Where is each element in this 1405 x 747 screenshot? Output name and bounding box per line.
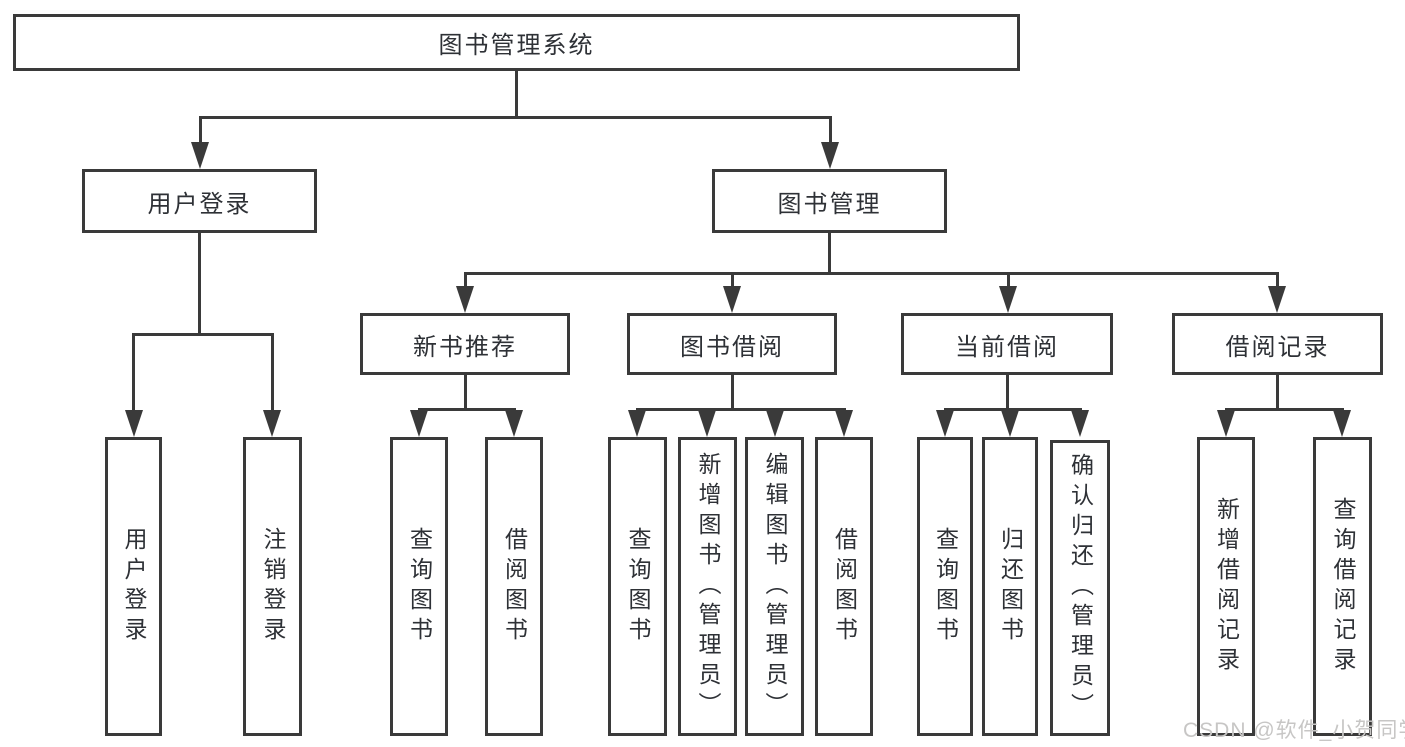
node-book-management: 图书管理 — [712, 169, 947, 233]
leaf-label: 用户登录 — [121, 526, 147, 647]
connector-line — [1007, 272, 1010, 292]
leaf-add-borrow-record: 新增借阅记录 — [1197, 437, 1255, 736]
connector-line — [944, 408, 1082, 411]
leaf-label: 新增借阅记录 — [1213, 496, 1240, 677]
connector-line — [1276, 272, 1279, 292]
connector-line — [515, 70, 518, 118]
node-user-login: 用户登录 — [82, 169, 317, 233]
leaf-user-login: 用户登录 — [105, 437, 162, 736]
leaf-query-borrow-record: 查询借阅记录 — [1313, 437, 1372, 736]
connector-line — [464, 375, 467, 411]
connector-line — [731, 375, 734, 411]
connector-line — [1225, 408, 1344, 411]
arrow-down-icon — [263, 410, 281, 437]
connector-line — [828, 233, 831, 275]
connector-line — [199, 116, 832, 119]
leaf-label: 编辑图书（管理员） — [762, 451, 788, 722]
node-current-borrowing: 当前借阅 — [901, 313, 1113, 375]
arrow-down-icon — [698, 410, 716, 437]
leaf-label: 借阅图书 — [831, 526, 858, 647]
arrow-down-icon — [1071, 410, 1089, 437]
leaf-add-book-admin: 新增图书（管理员） — [678, 437, 737, 736]
arrow-down-icon — [125, 410, 143, 437]
connector-line — [829, 116, 832, 146]
leaf-query-books: 查询图书 — [390, 437, 448, 736]
leaf-borrow-books: 借阅图书 — [815, 437, 873, 736]
leaf-label: 注销登录 — [260, 526, 286, 647]
leaf-label: 查询图书 — [932, 526, 959, 647]
arrow-down-icon — [766, 410, 784, 437]
leaf-label: 新增图书（管理员） — [695, 451, 721, 722]
arrow-down-icon — [456, 286, 474, 313]
arrow-down-icon — [821, 142, 839, 169]
arrow-down-icon — [1001, 410, 1019, 437]
arrow-down-icon — [628, 410, 646, 437]
connector-line — [198, 233, 201, 336]
node-new-book-recommendation: 新书推荐 — [360, 313, 570, 375]
leaf-label: 归还图书 — [997, 526, 1024, 647]
connector-line — [464, 272, 1279, 275]
arrow-down-icon — [410, 410, 428, 437]
arrow-down-icon — [191, 142, 209, 169]
arrow-down-icon — [505, 410, 523, 437]
node-book-borrowing: 图书借阅 — [627, 313, 837, 375]
arrow-down-icon — [835, 410, 853, 437]
connector-line — [271, 333, 274, 413]
connector-line — [132, 333, 274, 336]
connector-line — [464, 272, 467, 292]
connector-line — [636, 408, 846, 411]
leaf-borrow-books: 借阅图书 — [485, 437, 543, 736]
leaf-label: 查询图书 — [625, 526, 651, 647]
leaf-return-books: 归还图书 — [982, 437, 1038, 736]
leaf-confirm-return-admin: 确认归还（管理员） — [1050, 440, 1110, 736]
leaf-label: 借阅图书 — [501, 526, 528, 647]
arrow-down-icon — [723, 286, 741, 313]
leaf-label: 查询图书 — [406, 526, 433, 647]
arrow-down-icon — [936, 410, 954, 437]
node-library-system: 图书管理系统 — [13, 14, 1020, 71]
connector-line — [418, 408, 516, 411]
arrow-down-icon — [999, 286, 1017, 313]
connector-line — [199, 116, 202, 146]
leaf-query-books: 查询图书 — [608, 437, 667, 736]
connector-line — [1006, 375, 1009, 411]
watermark: CSDN @软件_小贺同学 — [1183, 719, 1405, 742]
leaf-label: 查询借阅记录 — [1330, 496, 1356, 677]
arrow-down-icon — [1333, 410, 1351, 437]
connector-line — [731, 272, 734, 292]
leaf-edit-book-admin: 编辑图书（管理员） — [745, 437, 804, 736]
arrow-down-icon — [1217, 410, 1235, 437]
node-borrowing-records: 借阅记录 — [1172, 313, 1383, 375]
leaf-logout: 注销登录 — [243, 437, 302, 736]
connector-line — [1276, 375, 1279, 411]
arrow-down-icon — [1268, 286, 1286, 313]
leaf-label: 确认归还（管理员） — [1067, 453, 1094, 723]
leaf-query-books: 查询图书 — [917, 437, 973, 736]
connector-line — [132, 333, 135, 413]
